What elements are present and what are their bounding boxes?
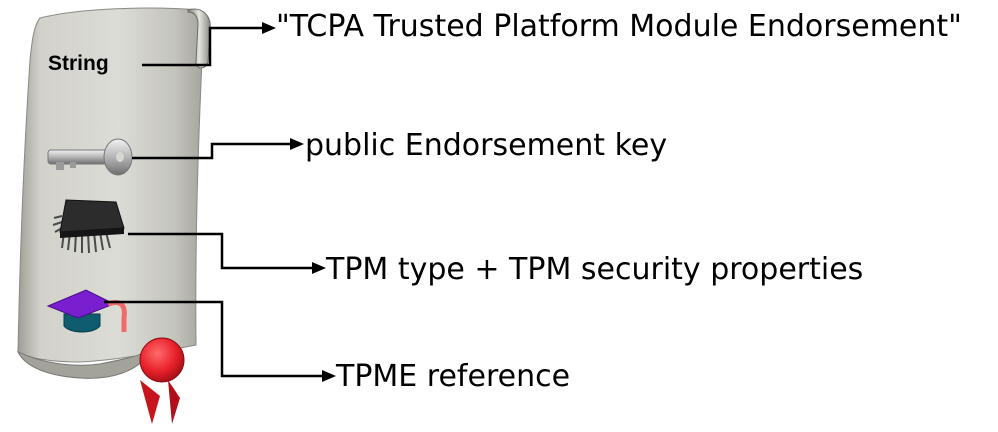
key-icon <box>47 138 133 176</box>
tpme-reference-label: TPME reference <box>336 359 571 394</box>
arrow-tpme <box>104 300 322 378</box>
wax-seal-icon <box>139 337 185 424</box>
chip-icon <box>52 199 125 254</box>
arrow-chip <box>128 232 312 270</box>
arrowhead-key <box>290 138 304 150</box>
scroll-string-label: String <box>48 52 109 75</box>
arrow-string <box>142 26 262 67</box>
arrow-heads <box>262 22 336 382</box>
arrowhead-tpme <box>322 370 336 382</box>
arrowhead-chip <box>312 262 326 274</box>
string-label: "TCPA Trusted Platform Module Endorsemen… <box>276 9 962 44</box>
key-label: public Endorsement key <box>305 128 668 163</box>
tpm-type-label: TPM type + TPM security properties <box>326 252 864 287</box>
connector-arrows <box>104 26 322 378</box>
arrow-key <box>132 142 290 160</box>
graduation-cap-icon <box>46 289 127 333</box>
arrowhead-string <box>262 22 276 34</box>
scroll-parchment <box>16 7 211 379</box>
